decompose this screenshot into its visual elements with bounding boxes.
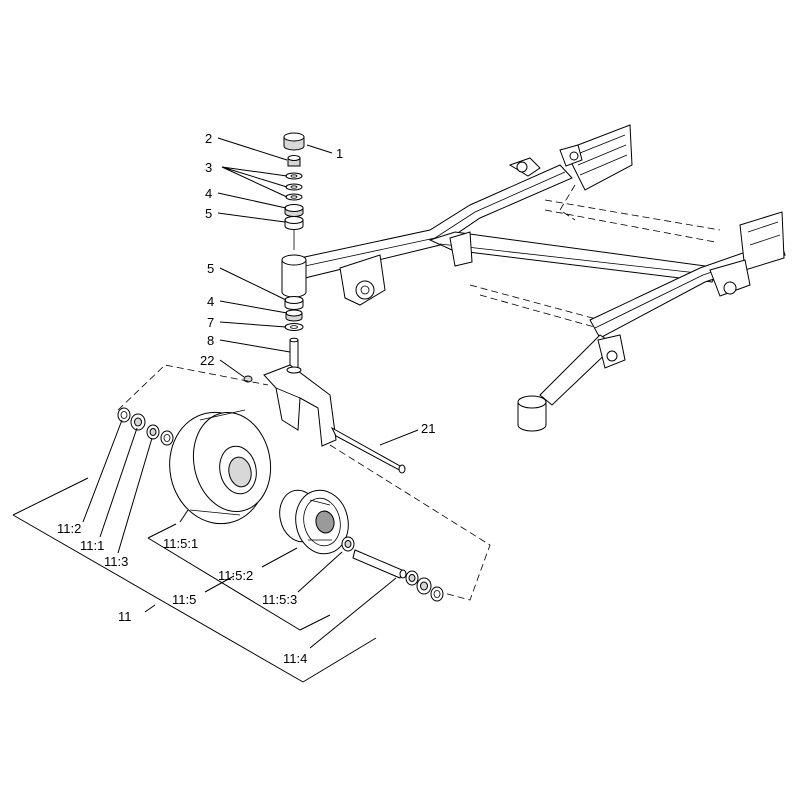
caster-stack <box>243 132 406 474</box>
caster-tube <box>281 259 307 298</box>
callout-7: 7 <box>207 315 214 330</box>
washer-part <box>285 183 303 191</box>
callout-11-3: 11:3 <box>104 554 128 569</box>
callout-11-5-1: 11:5:1 <box>163 536 198 551</box>
callout-5-lower: 5 <box>207 261 214 276</box>
washer-part <box>285 172 303 180</box>
callout-1: 1 <box>336 146 343 161</box>
wheel-assembly <box>117 364 491 602</box>
mower-frame <box>299 124 786 432</box>
tire-part <box>169 409 272 525</box>
rim-part <box>279 489 349 555</box>
callout-11-5: 11:5 <box>172 592 196 607</box>
callout-3: 3 <box>205 160 212 175</box>
callout-labels: 1 2 3 4 5 5 4 7 8 22 21 11:2 11:1 11:3 1… <box>57 131 435 666</box>
washer-part <box>285 193 303 201</box>
caster-fork <box>263 364 337 447</box>
callout-11-4: 11:4 <box>283 651 307 666</box>
callout-11-5-2: 11:5:2 <box>218 568 253 583</box>
callout-22: 22 <box>200 353 214 368</box>
callout-21: 21 <box>421 421 435 436</box>
callout-5-upper: 5 <box>205 206 212 221</box>
callout-11-1: 11:1 <box>80 538 104 553</box>
callout-8: 8 <box>207 333 214 348</box>
leader-lines <box>12 137 419 683</box>
callout-2: 2 <box>205 131 212 146</box>
callout-11: 11 <box>118 609 132 624</box>
callout-11-2: 11:2 <box>57 521 81 536</box>
bolt-part <box>330 426 405 474</box>
callout-4-lower: 4 <box>207 294 214 309</box>
callout-11-5-3: 11:5:3 <box>262 592 297 607</box>
callout-4-upper: 4 <box>205 186 212 201</box>
axle-spacer-part <box>352 549 403 579</box>
